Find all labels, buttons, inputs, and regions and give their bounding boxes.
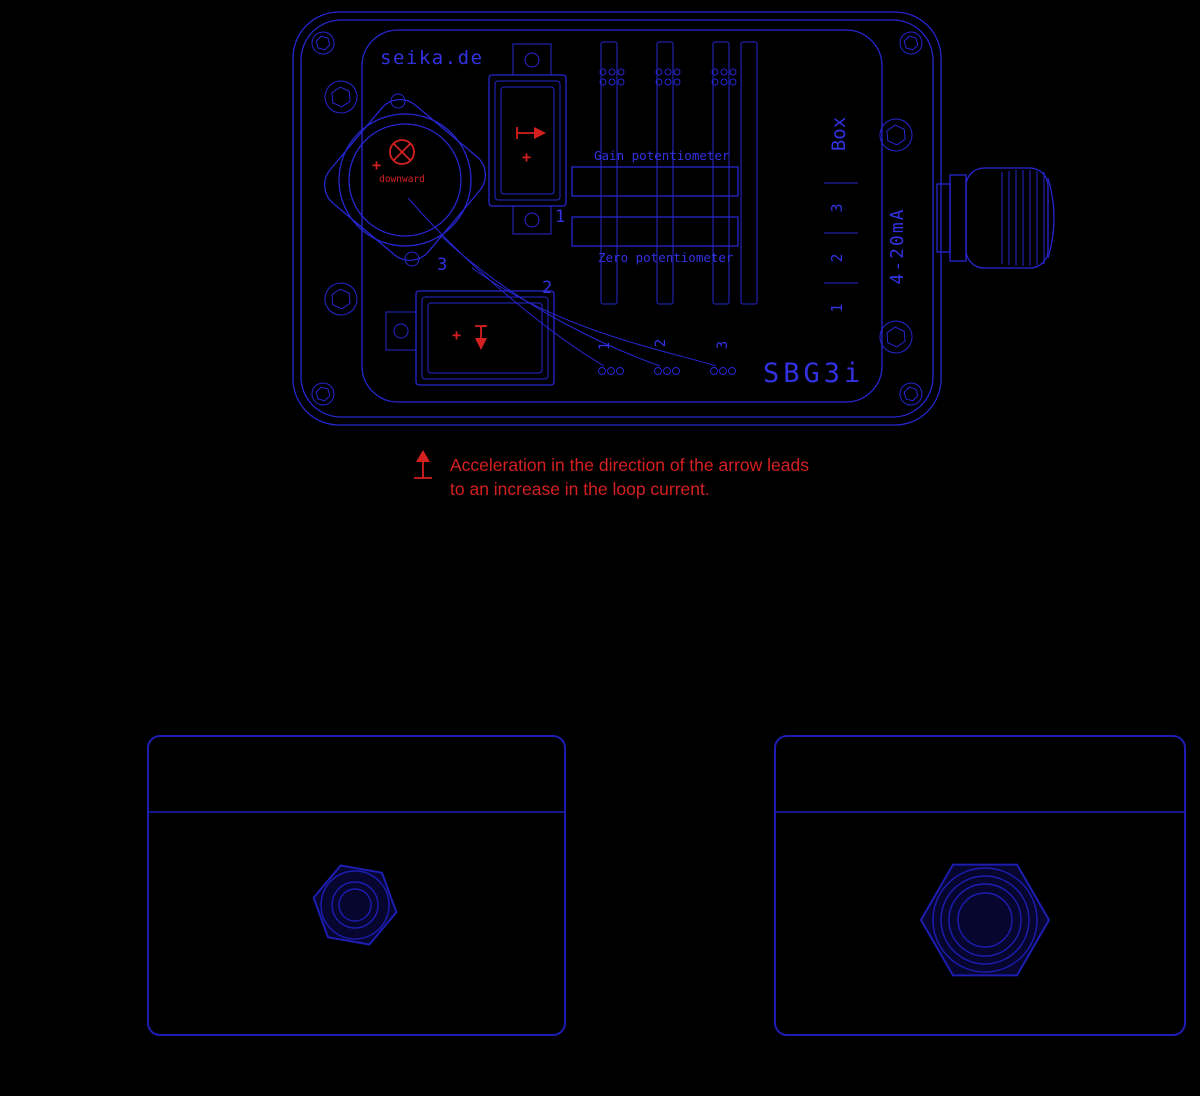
corner-screw-icon bbox=[311, 31, 335, 55]
output-range-label: 4-20mA bbox=[887, 207, 908, 284]
nut-bore-inner bbox=[338, 888, 372, 922]
mount-hole bbox=[524, 52, 540, 68]
gland-body bbox=[965, 167, 1049, 269]
sensor-1-connector: + 1 bbox=[488, 43, 567, 235]
sensor-body-core bbox=[500, 86, 555, 195]
zero-pot-label: Zero potentiometer bbox=[598, 250, 734, 265]
bottom-pin-groups: 1 2 3 bbox=[597, 339, 736, 375]
plate-screw-icon bbox=[324, 282, 358, 316]
nut-chamfer-circle bbox=[320, 870, 390, 940]
nut-bore-outer bbox=[331, 881, 379, 929]
nut-hexagon bbox=[312, 864, 398, 946]
cable-gland-end bbox=[919, 863, 1051, 977]
side-view-left bbox=[147, 735, 566, 1036]
note-line-1: Acceleration in the direction of the arr… bbox=[450, 455, 809, 475]
gland-ring-1 bbox=[932, 867, 1038, 973]
gland-neck bbox=[936, 183, 951, 253]
enclosure-inner-edge bbox=[300, 19, 934, 418]
plate-screw-icon bbox=[879, 118, 913, 152]
terminal-scale: 3 2 1 bbox=[824, 182, 858, 313]
gland-ring-3 bbox=[948, 883, 1022, 957]
box-label: Box bbox=[828, 117, 850, 151]
pin-group-label: 3 bbox=[715, 341, 731, 349]
sensor-3-connector: + downward 3 bbox=[323, 93, 487, 275]
pin-group-label: 1 bbox=[597, 342, 613, 350]
mount-tab bbox=[512, 43, 552, 76]
pin-socket-cluster bbox=[655, 68, 681, 86]
sensor-1-label: 1 bbox=[555, 207, 565, 227]
side-view-right bbox=[774, 735, 1186, 1036]
downward-label: downward bbox=[379, 174, 425, 185]
downward-axis-icon bbox=[389, 139, 415, 165]
gland-collar bbox=[949, 174, 967, 262]
gland-hexagon bbox=[919, 863, 1051, 977]
face-plate bbox=[361, 29, 883, 403]
zero-potentiometer: Zero potentiometer bbox=[571, 216, 739, 265]
plus-mark: + bbox=[372, 156, 381, 174]
pin-group bbox=[654, 367, 680, 375]
terminal-strip bbox=[656, 41, 674, 305]
flange-hole bbox=[404, 251, 420, 267]
sensor-body bbox=[415, 290, 555, 386]
acceleration-note: Acceleration in the direction of the arr… bbox=[414, 450, 809, 499]
model-label: SBG3i bbox=[763, 358, 864, 389]
leader-lines bbox=[407, 197, 717, 367]
down-arrow-icon bbox=[475, 325, 487, 350]
up-arrow-icon bbox=[414, 450, 432, 479]
sensor-body-inner bbox=[494, 80, 561, 201]
sensor-nut-end bbox=[312, 864, 398, 946]
plus-mark: + bbox=[452, 326, 461, 344]
sensor-body-inner bbox=[421, 296, 549, 380]
pin-group bbox=[598, 367, 624, 375]
corner-screw-icon bbox=[311, 382, 335, 406]
top-view: seika.de + downward 3 bbox=[292, 11, 1055, 426]
mount-hole bbox=[393, 323, 409, 339]
connector-flange bbox=[323, 98, 487, 262]
mount-tab bbox=[385, 311, 417, 351]
terminal-number: 1 bbox=[828, 303, 846, 312]
mount-tab bbox=[512, 205, 552, 235]
gain-potentiometer: Gain potentiometer bbox=[571, 148, 739, 197]
gland-knurling bbox=[1001, 170, 1045, 266]
enclosure-outer-edge bbox=[292, 11, 942, 426]
connector-outer-ring bbox=[338, 113, 472, 247]
brand-label: seika.de bbox=[380, 47, 484, 69]
pin-group-label: 2 bbox=[653, 339, 669, 347]
housing-outline bbox=[774, 735, 1186, 1036]
plate-screw-icon bbox=[324, 80, 358, 114]
right-arrow-icon bbox=[516, 127, 546, 139]
corner-screw-icon bbox=[899, 31, 923, 55]
pin-socket-cluster bbox=[599, 68, 625, 86]
terminal-strip bbox=[600, 41, 618, 305]
corner-screw-icon bbox=[899, 382, 923, 406]
terminal-strip bbox=[740, 41, 758, 305]
gland-ring-2 bbox=[940, 875, 1030, 965]
pin-socket-cluster bbox=[711, 68, 737, 86]
housing-outline bbox=[147, 735, 566, 1036]
connector-inner-ring bbox=[348, 123, 462, 237]
sensor-body-core bbox=[427, 302, 543, 374]
sensor-2-label: 2 bbox=[542, 278, 552, 298]
gland-bore bbox=[957, 892, 1013, 948]
terminal-strips bbox=[599, 41, 758, 305]
gland-end-cap bbox=[1047, 177, 1055, 259]
pin-group bbox=[710, 367, 736, 375]
plus-mark: + bbox=[522, 148, 531, 166]
mount-hole bbox=[524, 212, 540, 228]
sensor-2-connector: + 2 bbox=[385, 278, 555, 386]
note-line-2: to an increase in the loop current. bbox=[450, 479, 710, 499]
sensor-3-label: 3 bbox=[437, 255, 447, 275]
terminal-number: 2 bbox=[828, 253, 846, 262]
zero-pot-body bbox=[571, 216, 739, 247]
gain-pot-body bbox=[571, 166, 739, 197]
plate-screw-icon bbox=[879, 320, 913, 354]
flange-hole bbox=[390, 93, 406, 109]
terminal-strip bbox=[712, 41, 730, 305]
terminal-number: 3 bbox=[828, 203, 846, 212]
gain-pot-label: Gain potentiometer bbox=[594, 148, 730, 163]
cable-gland-side bbox=[936, 167, 1055, 269]
